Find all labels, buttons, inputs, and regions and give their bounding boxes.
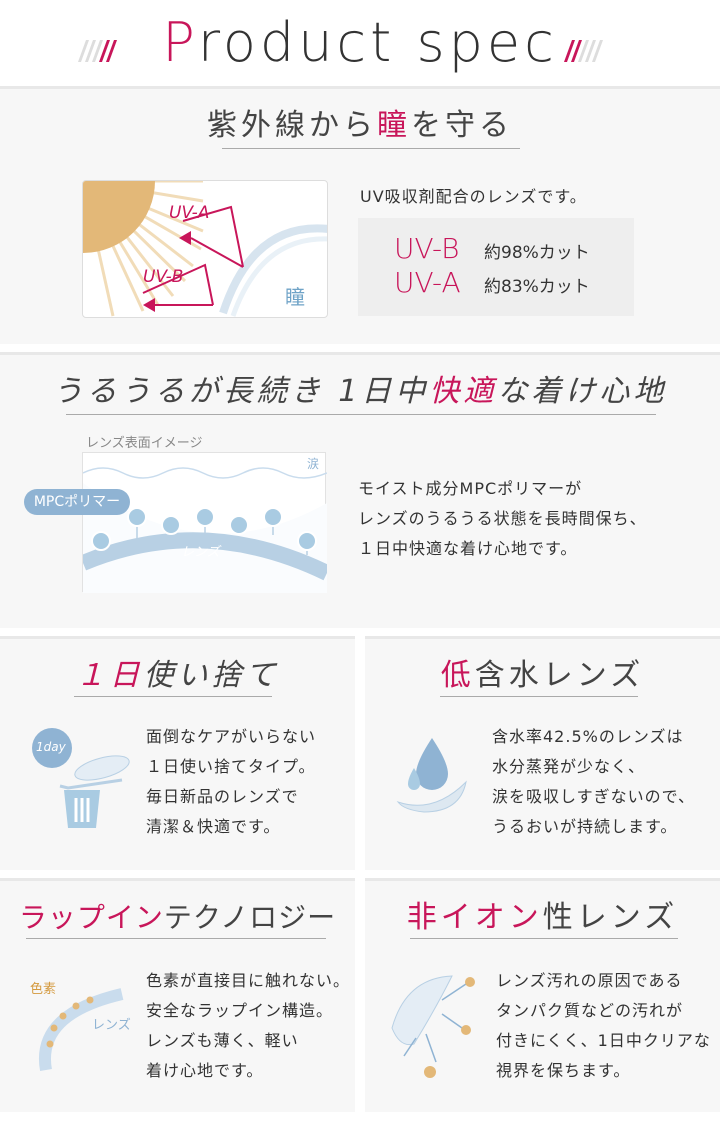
feature-wrap-in-underline [26, 938, 326, 939]
uvb-label: UV-B [143, 267, 184, 287]
header-slashes-right [563, 40, 604, 62]
pigment-label: 色素 [30, 982, 57, 997]
uv-illustration: UV-A UV-B 瞳 [82, 180, 328, 318]
feature-wrap-in-text: 色素が直接目に触れない。 安全なラップイン構造。 レンズも薄く、軽い 着け心地で… [146, 971, 351, 1080]
tear-label: 涙 [307, 457, 320, 471]
surface-image-caption: レンズ表面イメージ [86, 436, 203, 451]
moist-section-title: うるうるが長続き 1日中快適な着け心地 [52, 374, 668, 409]
mpc-polymer-label: MPCポリマー [24, 489, 130, 515]
feature-1day-title: １日使い捨て [75, 658, 280, 693]
page-header: Product spec [0, 0, 720, 88]
lens-label: レンズ [181, 545, 220, 560]
feature-non-ionic-text: レンズ汚れの原因である タンパク質などの汚れが 付きにくく、1日中クリアな 視界… [496, 971, 711, 1080]
feature-1day-underline [74, 696, 272, 697]
feature-wrap-in [0, 878, 355, 1112]
moist-title-underline [66, 414, 656, 415]
non-ionic-icon [386, 968, 486, 1082]
feature-wrap-in-title: ラップインテクノロジー [18, 901, 337, 934]
mpc-illustration: 涙 レンズ [79, 452, 331, 593]
wrap-lens-label: レンズ [92, 1018, 131, 1033]
uva-label: UV-A [169, 203, 210, 223]
wrap-in-icon: 色素 レンズ [30, 974, 140, 1080]
feature-non-ionic-underline [410, 938, 678, 939]
uv-title-underline [222, 148, 520, 149]
disposal-icon: 1day [30, 728, 130, 832]
1day-badge-label: 1day [36, 740, 66, 754]
lens-surface-diagram [79, 467, 331, 593]
page-title: Product spec [162, 11, 558, 74]
feature-1day-text: 面倒なケアがいらない １日使い捨てタイプ。 毎日新品のレンズで 清潔＆快適です。 [146, 727, 317, 836]
moist-description: モイスト成分MPCポリマーが レンズのうるうる状態を長時間保ち、 １日中快適な着… [358, 479, 647, 558]
eye-label: 瞳 [285, 285, 305, 309]
water-drop-icon [394, 736, 470, 816]
feature-non-ionic-title: 非イオン性レンズ [406, 900, 679, 935]
sun-lens-diagram [83, 181, 327, 317]
feature-low-water-underline [440, 696, 638, 697]
feature-low-water-text: 含水率42.5%のレンズは 水分蒸発が少なく、 涙を吸収しすぎないので、 うるお… [492, 727, 696, 836]
uv-intro: UV吸収剤配合のレンズです。 [360, 187, 587, 206]
uv-section-title: 紫外線から瞳を守る [207, 108, 513, 143]
feature-low-water-title: 低含水レンズ [440, 658, 645, 693]
